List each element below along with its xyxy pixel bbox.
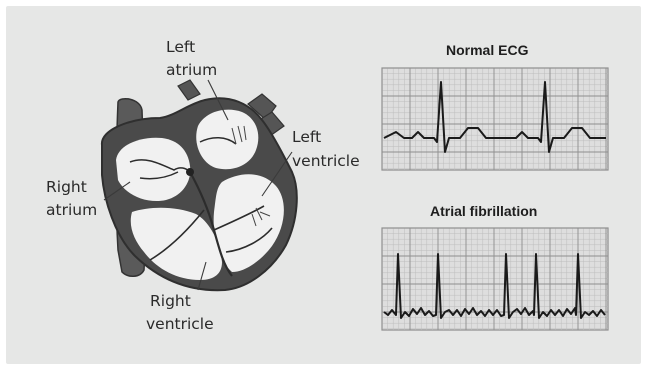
label-line: Right [46,178,87,197]
afib-ecg-strip [382,228,608,330]
label-line: Right [150,292,191,311]
label-line: atrium [46,201,97,220]
left-ventricle-label: Left [292,128,321,147]
label-line: Left [166,38,195,57]
right-atrium-label: Right [46,178,87,197]
normal-ecg-strip [382,68,608,170]
right-ventricle-label: Right [150,292,191,311]
left-ventricle-label: ventricle [292,152,360,171]
left-atrium-label: Left [166,38,195,57]
normal-ecg-title: Normal ECG [446,42,528,58]
label-line: ventricle [292,152,360,171]
right-atrium-label: atrium [46,201,97,220]
label-line: Left [292,128,321,147]
pulmonary-vessel [178,80,200,100]
heart-illustration [102,80,297,290]
right-ventricle-label: ventricle [146,315,214,334]
afib-ecg-title: Atrial fibrillation [430,203,537,219]
ecg-paper [382,68,608,170]
sinoatrial-node [186,168,194,176]
label-line: atrium [166,61,217,80]
ecg-paper [382,228,608,330]
label-line: ventricle [146,315,214,334]
left-atrium-label: atrium [166,61,217,80]
